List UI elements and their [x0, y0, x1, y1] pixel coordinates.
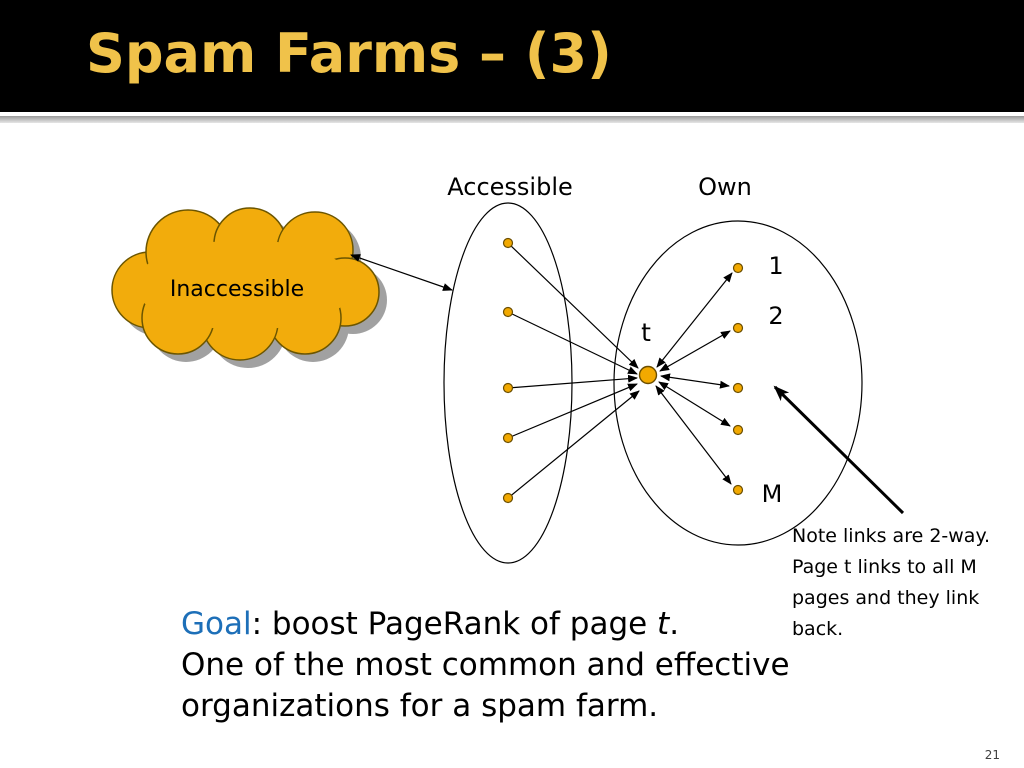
link-accessible-3-to-t: [507, 374, 638, 389]
own-node-label-m: M: [762, 480, 783, 508]
own-node: [732, 484, 744, 496]
own-label: Own: [698, 173, 752, 201]
title-bar: Spam Farms – (3): [0, 0, 1024, 112]
note-pointer-arrow: [773, 385, 905, 515]
inaccessible-cloud: Inaccessible: [111, 207, 387, 368]
link-t-own-m: [655, 385, 732, 485]
own-node-label-2: 2: [768, 302, 783, 330]
goal-page-name: t: [657, 606, 670, 642]
goal-sentence-prefix: : boost PageRank of page: [251, 606, 658, 642]
goal-keyword: Goal: [181, 606, 252, 642]
accessible-node: [502, 432, 514, 444]
cloud-label: Inaccessible: [170, 277, 304, 302]
accessible-node: [502, 237, 514, 249]
link-accessible-4-to-t: [507, 383, 638, 439]
own-node: [732, 424, 744, 436]
link-t-own-2: [659, 330, 731, 372]
link-accessible-1-to-t: [507, 242, 639, 369]
inaccessible-accessible-link: [350, 254, 453, 291]
note-text: Note links are 2-way. Page t links to al…: [792, 525, 991, 640]
link-t-own-3: [660, 373, 730, 389]
link-accessible-5-to-t: [507, 390, 640, 499]
own-node-label-1: 1: [768, 252, 783, 280]
accessible-node: [502, 492, 514, 504]
title-divider: [0, 116, 1024, 123]
own-node: [732, 322, 744, 334]
accessible-label: Accessible: [447, 173, 573, 201]
accessible-node: [502, 382, 514, 394]
target-label: t: [641, 318, 651, 347]
goal-second-sentence: One of the most common and effective org…: [181, 647, 790, 724]
goal-text: Goal: boost PageRank of page t. One of th…: [181, 604, 881, 727]
t-own-links: [655, 272, 733, 485]
goal-sentence-suffix: .: [669, 606, 680, 642]
own-node: [732, 262, 744, 274]
link-accessible-2-to-t: [507, 311, 638, 375]
page-number: 21: [984, 748, 1000, 762]
accessible-to-t-links: [507, 242, 640, 499]
own-region: [613, 220, 863, 546]
target-node: [638, 365, 658, 385]
accessible-node: [502, 306, 514, 318]
cloud-fill: [135, 240, 355, 330]
own-nodes: [732, 262, 744, 496]
slide-title: Spam Farms – (3): [86, 22, 612, 85]
accessible-nodes: [502, 237, 514, 504]
link-t-own-1: [656, 272, 733, 368]
own-node: [732, 382, 744, 394]
